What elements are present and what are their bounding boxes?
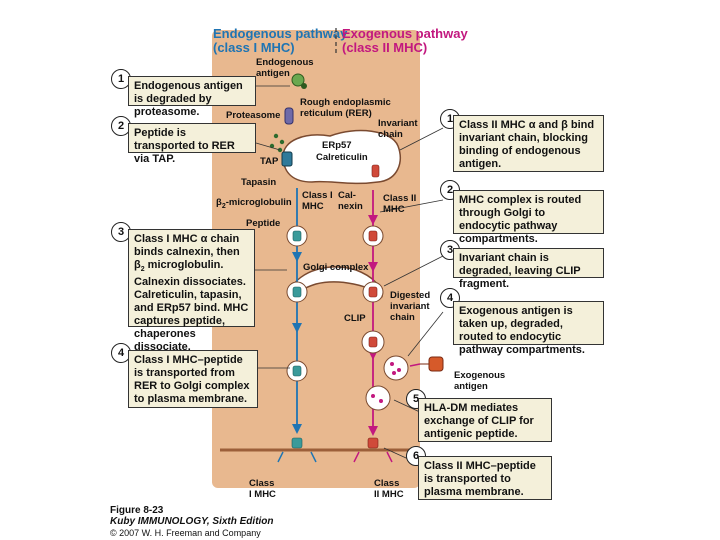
label-b2-microglobulin: β2-microglobulin	[216, 197, 292, 210]
label-digested-invariant: Digested invariant chain	[390, 290, 431, 323]
label-tapasin: Tapasin	[241, 177, 277, 188]
exogenous-antigen-icon	[420, 356, 444, 372]
figure-book: Kuby IMMUNOLOGY, Sixth Edition	[110, 516, 274, 527]
tap-icon	[281, 151, 293, 167]
label-calnexin: Cal- nexin	[338, 190, 363, 212]
endosome-vesicle	[383, 355, 409, 381]
label-rer: Rough endoplasmic reticulum (RER)	[300, 97, 391, 119]
right-step-4: Exogenous antigen is taken up, degraded,…	[453, 301, 604, 356]
class1-arrowhead	[292, 424, 302, 434]
right-step-5: HLA-DM mediates exchange of CLIP for ant…	[418, 398, 552, 442]
left-step-1: Endogenous antigen is degraded by protea…	[128, 76, 256, 118]
label-golgi: Golgi complex	[303, 262, 369, 273]
label-bottom-class2: Class II MHC	[374, 478, 404, 500]
right-step-3: Invariant chain is degraded, leaving CLI…	[453, 248, 604, 290]
figure-copyright: © 2007 W. H. Freeman and Company	[110, 528, 261, 538]
left-step-4: Class I MHC–peptide is transported from …	[128, 350, 258, 408]
label-class2-mhc: Class II MHC	[383, 193, 417, 215]
right-step-1: Class II MHC α and β bind invariant chai…	[453, 115, 604, 172]
label-proteasome: Proteasome	[226, 110, 281, 121]
label-calreticulin: Calreticulin	[316, 152, 368, 163]
left-step-2-number: 2	[111, 116, 131, 136]
class2-arrowhead	[368, 426, 378, 436]
label-invariant-chain: Invariant chain	[378, 118, 418, 140]
rer-organelle	[282, 129, 401, 185]
label-bottom-class1: Class I MHC	[249, 478, 276, 500]
proteasome-icon	[284, 107, 294, 125]
figure-number: Figure 8-23	[110, 505, 164, 516]
right-step-6: Class II MHC–peptide is transported to p…	[418, 456, 552, 500]
left-step-2: Peptide is transported to RER via TAP.	[128, 123, 256, 165]
label-erp57: ERp57	[322, 140, 352, 151]
exogenous-pathway-title: Exogenous pathway (class II MHC)	[342, 26, 468, 55]
label-clip: CLIP	[344, 313, 366, 324]
label-class1-mhc: Class I MHC	[302, 190, 333, 212]
endogenous-antigen-icon	[291, 73, 307, 89]
label-exogenous-antigen: Exogenous antigen	[454, 370, 506, 392]
label-tap: TAP	[260, 156, 279, 167]
right-step-2: MHC complex is routed through Golgi to e…	[453, 190, 604, 245]
endogenous-pathway-title: Endogenous pathway (class I MHC)	[213, 26, 348, 55]
left-step-3: Class I MHC α chain binds calnexin, then…	[128, 229, 255, 353]
label-peptide: Peptide	[246, 218, 281, 229]
label-endogenous-antigen: Endogenous antigen	[256, 57, 314, 79]
